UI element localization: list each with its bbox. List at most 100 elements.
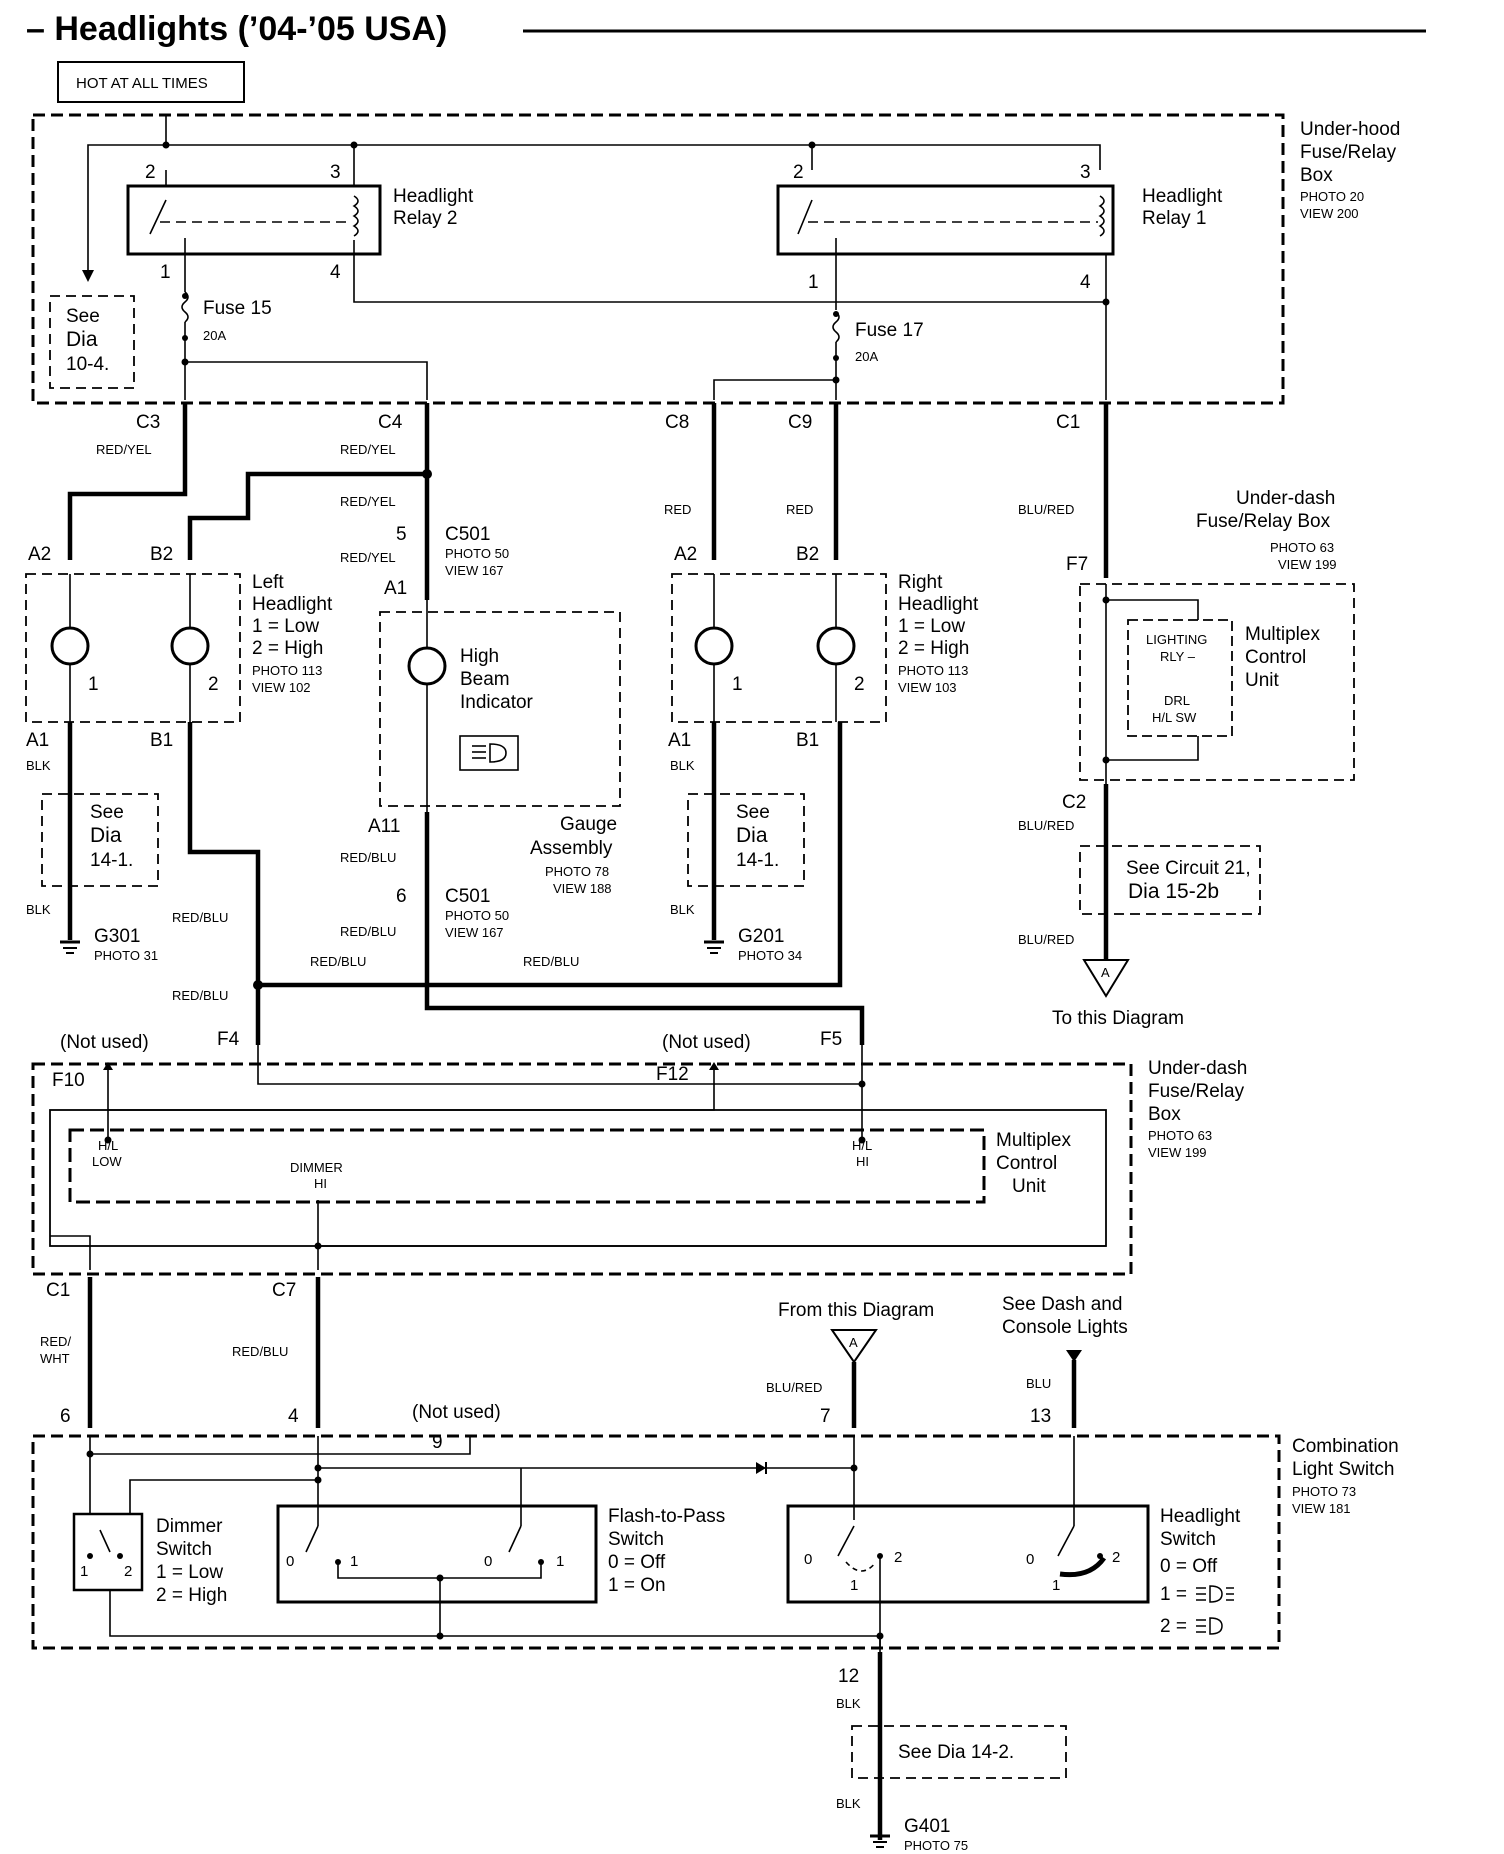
svg-text:PHOTO 20: PHOTO 20 (1300, 189, 1364, 204)
f4-f12-wire (257, 1045, 715, 1085)
see-circuit-21-box (1079, 845, 1261, 915)
arrow-down-icon (1066, 1350, 1082, 1362)
svg-text:Right: Right (898, 572, 943, 593)
svg-text:0 = Off: 0 = Off (1160, 1556, 1218, 1577)
ground-icon (60, 940, 80, 954)
combination-light-switch-box (31, 1434, 1281, 1650)
splice-dot (832, 376, 840, 384)
underdash-mid-box (31, 1062, 1133, 1276)
svg-text:Under-hood: Under-hood (1300, 119, 1400, 140)
page-title: – Headlights (’04-’05 USA) (26, 10, 447, 48)
svg-text:BLU/RED: BLU/RED (1018, 502, 1074, 517)
headlight-on-icon (1196, 1617, 1223, 1635)
underhood-fuse-relay-box (31, 113, 1285, 405)
splice-dot (808, 141, 816, 149)
headlight-relay-1 (776, 184, 1115, 256)
wire-label: RED/BLU (310, 954, 366, 969)
splice-dot (350, 141, 358, 149)
pin-label: 12 (838, 1666, 859, 1687)
see-dia-14-1-label: 14-1. (90, 850, 133, 871)
svg-text:High: High (460, 646, 499, 667)
relay-coil-icon (1098, 195, 1105, 237)
connector-label: A2 (28, 544, 51, 565)
splice-dot (181, 358, 189, 366)
bulb-high-icon (816, 626, 856, 666)
switch-pos: 1 (850, 1577, 858, 1594)
svg-text:HI: HI (314, 1176, 327, 1191)
svg-text:Beam: Beam (460, 669, 510, 690)
see-dia-14-1-right-box (687, 793, 805, 887)
wire-label: RED/ (40, 1334, 71, 1349)
switch-pos: 1 (350, 1553, 358, 1570)
wire-c4-red-yel (187, 403, 430, 560)
switch-pos: 0 (286, 1553, 294, 1570)
wire-label: BLK (670, 902, 695, 917)
not-used-label: (Not used) (662, 1032, 751, 1053)
splice-dot (182, 293, 188, 299)
headlight-contact-arc (845, 1561, 877, 1572)
svg-text:RED/YEL: RED/YEL (340, 494, 396, 509)
not-used-label: (Not used) (60, 1032, 149, 1053)
svg-text:2 = High: 2 = High (252, 638, 323, 659)
svg-text:VIEW 200: VIEW 200 (1300, 206, 1359, 221)
splice-dot (162, 141, 170, 149)
pin-label: 2 (208, 674, 219, 695)
left-headlight-box (25, 573, 241, 723)
wire-label: RED/BLU (340, 924, 396, 939)
svg-text:VIEW 199: VIEW 199 (1278, 557, 1337, 572)
svg-text:RED: RED (664, 502, 691, 517)
flash-contact (305, 1525, 319, 1553)
fuse-15-icon (181, 291, 189, 323)
pin-label: 1 (808, 272, 819, 293)
wire-label: RED/BLU (340, 850, 396, 865)
see-dash-label: See Dash and Console Lights (1002, 1294, 1128, 1338)
svg-text:Dimmer: Dimmer (156, 1516, 223, 1537)
fuse17-branch-wire (713, 379, 836, 400)
svg-text:Multiplex: Multiplex (996, 1130, 1071, 1151)
svg-text:DRL: DRL (1164, 693, 1190, 708)
splice-dot (1102, 756, 1110, 764)
wire-label: RED/BLU (523, 954, 579, 969)
svg-text:Fuse/Relay: Fuse/Relay (1148, 1081, 1245, 1102)
connector-label: C7 (272, 1280, 296, 1301)
fuse17-rating: 20A (855, 349, 878, 364)
svg-text:DIMMER: DIMMER (290, 1160, 343, 1175)
see-dia-14-1-label: Dia (736, 824, 768, 847)
svg-text:RED/YEL: RED/YEL (96, 442, 152, 457)
see-dia-14-1-left-box (41, 793, 159, 887)
high-beam-indicator-label: High Beam Indicator (460, 646, 534, 713)
wire-label: BLK (836, 1696, 861, 1711)
svg-text:2 =: 2 = (1160, 1616, 1187, 1637)
pin-label: 2 (145, 162, 156, 183)
wire-label: BLK (26, 902, 51, 917)
contact-dot (117, 1553, 123, 1559)
fuse15-branch-wire (185, 361, 428, 400)
high-beam-bulb-icon (407, 646, 447, 686)
flash-to-pass-switch (276, 1504, 598, 1604)
splice-dot (182, 335, 188, 341)
svg-text:VIEW 103: VIEW 103 (898, 680, 957, 695)
svg-text:C4: C4 (378, 412, 403, 433)
pin-label: 2 (793, 162, 804, 183)
dimmer-switch-label: Dimmer Switch 1 = Low 2 = High (156, 1516, 227, 1606)
wire-right-red-blu (258, 722, 843, 988)
wire-label: BLU/RED (1018, 932, 1074, 947)
svg-text:PHOTO 63: PHOTO 63 (1148, 1128, 1212, 1143)
mcu-wire (1105, 584, 1199, 620)
svg-text:Box: Box (1148, 1104, 1181, 1125)
svg-text:RLY –: RLY – (1160, 649, 1196, 664)
svg-text:Console Lights: Console Lights (1002, 1317, 1128, 1338)
relay1-label: Headlight (1142, 186, 1223, 207)
splice-dot (833, 355, 839, 361)
relay2-label: Relay 2 (393, 208, 457, 229)
arrow-down-icon (82, 270, 94, 282)
svg-text:Under-dash: Under-dash (1148, 1058, 1247, 1079)
svg-text:Fuse/Relay Box: Fuse/Relay Box (1196, 511, 1331, 532)
svg-text:Left: Left (252, 572, 284, 593)
svg-text:Unit: Unit (1245, 670, 1280, 691)
connector-a-label: A (1101, 965, 1110, 980)
pin-label: 4 (288, 1406, 299, 1427)
pin-label: 13 (1030, 1406, 1051, 1427)
switch-pos: 0 (1026, 1551, 1034, 1568)
headlight-switch-label: Headlight Switch 0 = Off 1 = 2 = (1160, 1506, 1241, 1637)
